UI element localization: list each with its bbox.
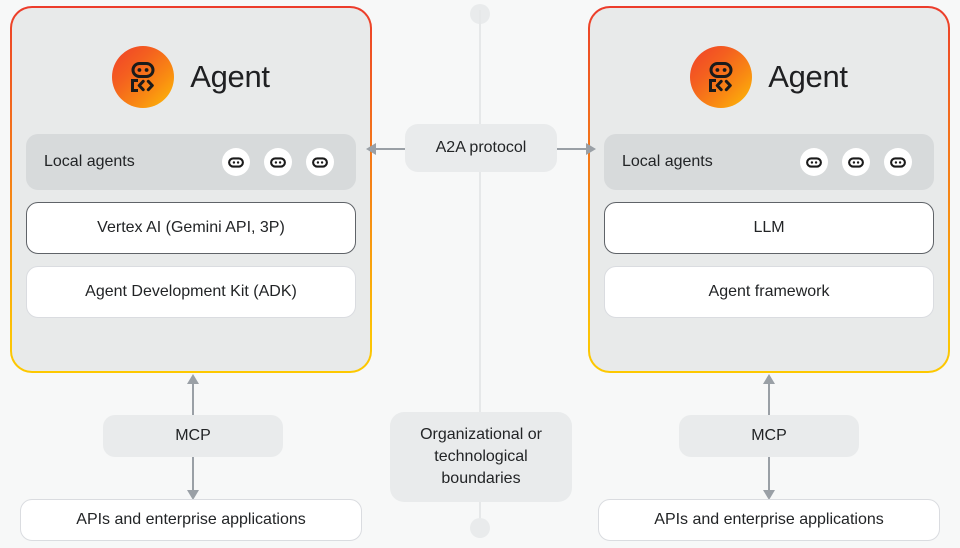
agent-panel-left-body: Agent Local agents <box>12 8 370 371</box>
local-agents-icons <box>222 148 338 176</box>
mini-agent-icon[interactable] <box>842 148 870 176</box>
mini-agent-icon[interactable] <box>884 148 912 176</box>
mcp-chip-left[interactable]: MCP <box>103 415 283 457</box>
boundaries-line-2: technological <box>434 447 528 465</box>
local-agents-row[interactable]: Local agents <box>26 134 356 190</box>
local-agents-label: Local agents <box>622 153 713 170</box>
boundary-divider-line <box>479 10 481 538</box>
a2a-arrow-right <box>557 143 596 155</box>
mcp-chip-right[interactable]: MCP <box>679 415 859 457</box>
divider-cap-bottom <box>470 518 490 538</box>
api-box-right[interactable]: APIs and enterprise applications <box>598 499 940 541</box>
agent-panel-right-body: Agent Local agents <box>590 8 948 371</box>
agent-panel-left[interactable]: Agent Local agents <box>10 6 372 373</box>
stack-row-framework[interactable]: Agent framework <box>604 266 934 318</box>
boundaries-chip: Organizational or technological boundari… <box>390 412 572 502</box>
stack-row-model[interactable]: LLM <box>604 202 934 254</box>
agent-title: Agent <box>190 59 270 94</box>
agent-header-left: Agent <box>26 22 356 132</box>
agent-title: Agent <box>768 59 848 94</box>
boundaries-line-1: Organizational or <box>420 425 542 443</box>
mini-agent-icon[interactable] <box>306 148 334 176</box>
agent-header-right: Agent <box>604 22 934 132</box>
agent-robot-icon <box>112 46 175 108</box>
local-agents-icons <box>800 148 916 176</box>
agent-robot-icon <box>690 46 753 108</box>
api-box-left[interactable]: APIs and enterprise applications <box>20 499 362 541</box>
agent-panel-right[interactable]: Agent Local agents <box>588 6 950 373</box>
mini-agent-icon[interactable] <box>264 148 292 176</box>
boundaries-line-3: boundaries <box>441 470 521 488</box>
local-agents-label: Local agents <box>44 153 135 170</box>
local-agents-row[interactable]: Local agents <box>604 134 934 190</box>
mini-agent-icon[interactable] <box>800 148 828 176</box>
stack-row-framework[interactable]: Agent Development Kit (ADK) <box>26 266 356 318</box>
a2a-arrow-left <box>366 143 405 155</box>
a2a-protocol-chip[interactable]: A2A protocol <box>405 124 557 172</box>
mini-agent-icon[interactable] <box>222 148 250 176</box>
stack-row-model[interactable]: Vertex AI (Gemini API, 3P) <box>26 202 356 254</box>
